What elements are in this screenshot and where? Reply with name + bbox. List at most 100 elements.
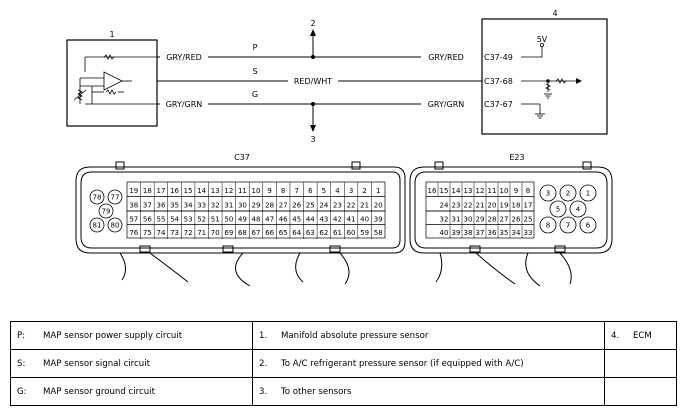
round-pin-label: 4 xyxy=(576,206,581,214)
pin-label: 73 xyxy=(170,229,179,237)
pin-label: 5 xyxy=(322,187,326,195)
pin-label: 25 xyxy=(524,216,533,224)
pin-label: 35 xyxy=(500,229,509,237)
ecm-signal-arrow xyxy=(576,78,582,84)
pin-label: 29 xyxy=(476,216,485,224)
pin-label: 19 xyxy=(500,202,509,210)
legend-cell: S:MAP sensor signal circuit xyxy=(10,349,253,378)
pin-label: 22 xyxy=(347,202,356,210)
pin-label: 11 xyxy=(488,187,497,195)
pin-label: 56 xyxy=(143,216,152,224)
wire-power-code: P xyxy=(253,43,258,52)
connector-e23-housing xyxy=(409,161,613,287)
pin-label: 13 xyxy=(464,187,473,195)
pin-label: 29 xyxy=(252,202,261,210)
pin-label: 18 xyxy=(143,187,152,195)
pin-label: 60 xyxy=(347,229,356,237)
junction-dot-top xyxy=(311,55,315,59)
legend-text: MAP sensor ground circuit xyxy=(43,386,155,397)
pin-label: 41 xyxy=(347,216,356,224)
pin-label: 12 xyxy=(476,187,485,195)
pin-label: 30 xyxy=(238,202,247,210)
pin-label: 37 xyxy=(143,202,152,210)
pin-label: 31 xyxy=(224,202,233,210)
legend-num: 1. xyxy=(259,330,268,341)
pin-label: 68 xyxy=(238,229,247,237)
pin-label: 17 xyxy=(156,187,165,195)
connector-c37-title: C37 xyxy=(234,153,250,162)
round-pin-label: 8 xyxy=(546,222,550,230)
pin-label: 39 xyxy=(374,216,383,224)
pin-label: 35 xyxy=(170,202,179,210)
pin-label: 58 xyxy=(374,229,383,237)
pin-label: 55 xyxy=(156,216,165,224)
round-pin xyxy=(107,217,123,233)
round-pin-label: 6 xyxy=(586,222,591,230)
round-pin xyxy=(579,184,597,202)
round-pin-label: 81 xyxy=(93,222,102,230)
pin-label: 69 xyxy=(224,229,233,237)
pin-label: 67 xyxy=(252,229,261,237)
branch-2-arrow xyxy=(310,29,316,36)
pin-label: 9 xyxy=(514,187,518,195)
wire-power-color-sensor: GRY/RED xyxy=(166,53,202,62)
legend-cell: 3.To other sensors xyxy=(252,377,605,406)
component-label-1: 1 xyxy=(109,30,114,39)
connector-c37-grid xyxy=(126,181,386,239)
round-pin-label: 78 xyxy=(93,194,102,202)
legend-row: S:MAP sensor signal circuit 2.To A/C ref… xyxy=(10,349,677,378)
ecm-box xyxy=(481,18,608,135)
pin-label: 32 xyxy=(211,202,220,210)
pin-label: 59 xyxy=(360,229,369,237)
component-label-3: 3 xyxy=(310,135,315,144)
legend-text: Manifold absolute pressure sensor xyxy=(281,330,429,341)
pin-label: 38 xyxy=(464,229,473,237)
pin-label: 1 xyxy=(376,187,380,195)
legend-code: S: xyxy=(17,358,26,369)
pin-label: 37 xyxy=(476,229,485,237)
pin-label: 14 xyxy=(197,187,206,195)
pin-label: 65 xyxy=(279,229,288,237)
pin-label: 43 xyxy=(319,216,328,224)
round-pin xyxy=(539,216,557,234)
pin-label: 14 xyxy=(452,187,461,195)
pin-label: 28 xyxy=(265,202,274,210)
pin-label: 61 xyxy=(333,229,342,237)
terminal-c37-67: C37-67 xyxy=(484,100,513,109)
legend-num: 3. xyxy=(259,386,268,397)
pin-label: 2 xyxy=(362,187,366,195)
round-pin-label: 80 xyxy=(111,222,120,230)
round-pin xyxy=(89,189,105,205)
pin-label: 13 xyxy=(211,187,220,195)
round-pin-label: 1 xyxy=(586,190,590,198)
wire-ground-color-ecm: GRY/GRN xyxy=(428,100,465,109)
pin-label: 26 xyxy=(512,216,521,224)
pin-label: 36 xyxy=(488,229,497,237)
round-pin xyxy=(98,203,114,219)
pin-label: 36 xyxy=(156,202,165,210)
pin-label: 26 xyxy=(292,202,301,210)
pin-label: 8 xyxy=(281,187,285,195)
pin-label: 50 xyxy=(224,216,233,224)
pin-label: 17 xyxy=(524,202,533,210)
pin-label: 33 xyxy=(524,229,533,237)
pin-label: 12 xyxy=(224,187,233,195)
pin-label: 23 xyxy=(333,202,342,210)
legend-num: 2. xyxy=(259,358,268,369)
legend-cell xyxy=(604,349,677,378)
pin-label: 6 xyxy=(308,187,313,195)
pin-label: 49 xyxy=(238,216,247,224)
legend-text: ECM xyxy=(633,330,652,341)
round-pin-label: 79 xyxy=(102,208,111,216)
map-sensor-box xyxy=(66,39,158,127)
component-label-4: 4 xyxy=(552,9,557,18)
pin-label: 11 xyxy=(238,187,247,195)
legend-cell: P:MAP sensor power supply circuit xyxy=(10,321,253,350)
round-pin-label: 7 xyxy=(566,222,570,230)
pin-label: 46 xyxy=(279,216,288,224)
pin-label: 22 xyxy=(464,202,473,210)
pin-label: 15 xyxy=(184,187,193,195)
pin-label: 30 xyxy=(464,216,473,224)
round-pin xyxy=(579,216,597,234)
